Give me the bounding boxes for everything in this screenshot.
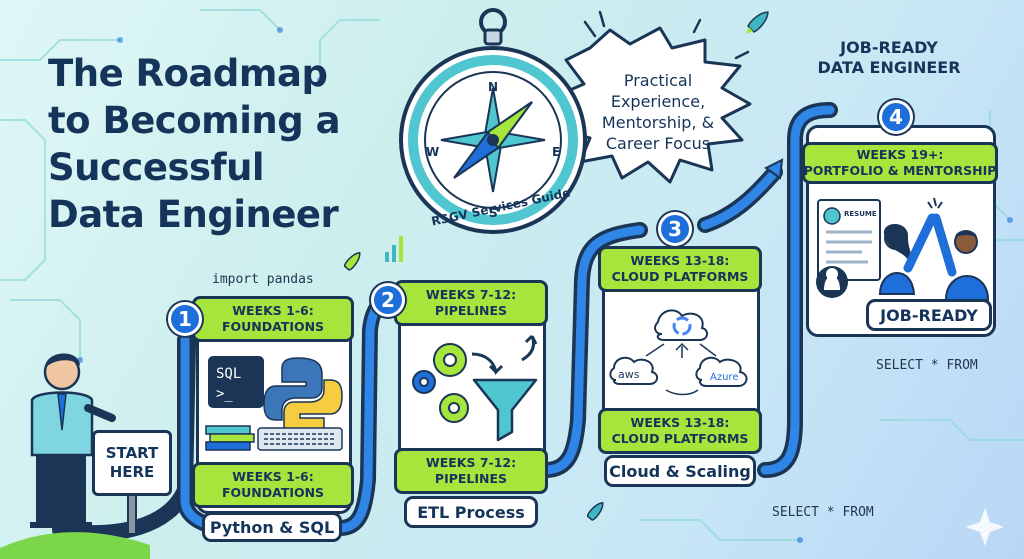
footer-line: CLOUD PLATFORMS [611,431,749,446]
cloud-icon: Azure [695,356,748,387]
keyboard-icon [257,427,343,451]
azure-text: Azure [710,372,738,383]
sql-text: SQL [216,366,241,382]
sparkle-icon [966,508,1004,546]
step-3-badge: 3 [658,212,692,246]
resume-text: RESUME [844,210,877,218]
gear-icon [439,393,469,423]
arrow-up-icon [764,158,784,180]
header-line: PIPELINES [434,303,508,318]
step-1-label: Python & SQL [202,512,342,542]
sparkle-icon [927,197,943,209]
goal-title-line: JOB-READY [840,38,938,57]
person-avatar [878,213,937,295]
code-snippet: SELECT * FROM [772,505,874,520]
gear-icon [412,370,436,394]
compass-north: N [488,80,499,94]
step-1-footer: WEEKS 1-6: FOUNDATIONS [192,462,354,508]
aws-text: aws [618,368,640,381]
step-1-badge: 1 [168,302,202,336]
header-line: WEEKS 19+: [856,147,944,162]
footer-line: WEEKS 1-6: [232,469,314,484]
person-avatar [30,353,116,528]
books-icon [205,425,255,451]
compass-icon [399,8,587,234]
step-4-badge: 4 [879,100,913,134]
code-snippet: import pandas [212,272,314,287]
funnel-icon [472,378,538,442]
cloud-icon: aws [609,356,658,385]
page-title: The Roadmap to Becoming a Successful Dat… [48,50,408,238]
footer-line: FOUNDATIONS [221,485,325,500]
header-line: PORTFOLIO & MENTORSHIP [803,163,997,178]
goal-title-line: DATA ENGINEER [817,58,961,77]
rocket-icon [745,11,769,35]
footer-line: WEEKS 13-18: [630,415,730,430]
burst-text: Practical Experience, Mentorship, & Care… [588,70,728,154]
burst-line: Career Focus [605,134,711,153]
step-2-footer: WEEKS 7-12: PIPELINES [394,448,548,494]
rocket-icon [586,501,604,521]
header-line: FOUNDATIONS [221,319,325,334]
step-4-header: WEEKS 19+: PORTFOLIO & MENTORSHIP [802,142,998,184]
burst-line: Experience, [610,92,706,111]
person-avatar [931,213,990,301]
start-sign-line: START [105,444,159,462]
step-2-badge: 2 [371,283,405,317]
header-line: WEEKS 7-12: [425,287,517,302]
title-line: to Becoming a [48,99,341,142]
code-snippet: SELECT * FROM [876,358,978,373]
burst-line: Mentorship, & [601,113,715,132]
step-1-illustration: SQL >_ [205,356,343,451]
compass-west: W [426,145,440,159]
title-line: The Roadmap [48,52,328,95]
compass-south: S [489,206,498,220]
github-icon [816,266,848,298]
resume-icon: RESUME [817,199,881,281]
step-2-label: ETL Process [404,496,538,528]
footer-line: WEEKS 7-12: [425,455,517,470]
goal-title: JOB-READY DATA ENGINEER [794,38,984,78]
step-2-header: WEEKS 7-12: PIPELINES [394,280,548,326]
header-line: WEEKS 13-18: [630,253,730,268]
header-line: WEEKS 1-6: [232,303,314,318]
start-sign-line: HERE [109,463,155,481]
cloud-icon [654,309,708,341]
step-3-footer: WEEKS 13-18: CLOUD PLATFORMS [598,408,762,454]
step-3-label: Cloud & Scaling [604,455,756,487]
step-1-header: WEEKS 1-6: FOUNDATIONS [192,296,354,342]
title-line: Successful [48,146,265,189]
prompt-text: >_ [216,386,233,402]
portfolio-illustration: RESUME [816,197,990,301]
bar-chart-icon [385,236,403,262]
header-line: CLOUD PLATFORMS [611,269,749,284]
title-line: Data Engineer [48,193,339,236]
cloud-illustration: aws Azure [609,309,748,396]
start-sign: START HERE [92,430,172,496]
etl-illustration [412,334,538,442]
step-3-header: WEEKS 13-18: CLOUD PLATFORMS [598,246,762,292]
footer-line: PIPELINES [434,471,508,486]
arrow-icon [471,352,504,376]
rocket-icon [343,251,361,271]
compass-east: E [552,145,561,159]
python-icon [263,357,343,443]
burst-line: Practical [623,71,693,90]
step-4-label: JOB-READY [866,299,992,331]
gear-icon [433,343,467,377]
